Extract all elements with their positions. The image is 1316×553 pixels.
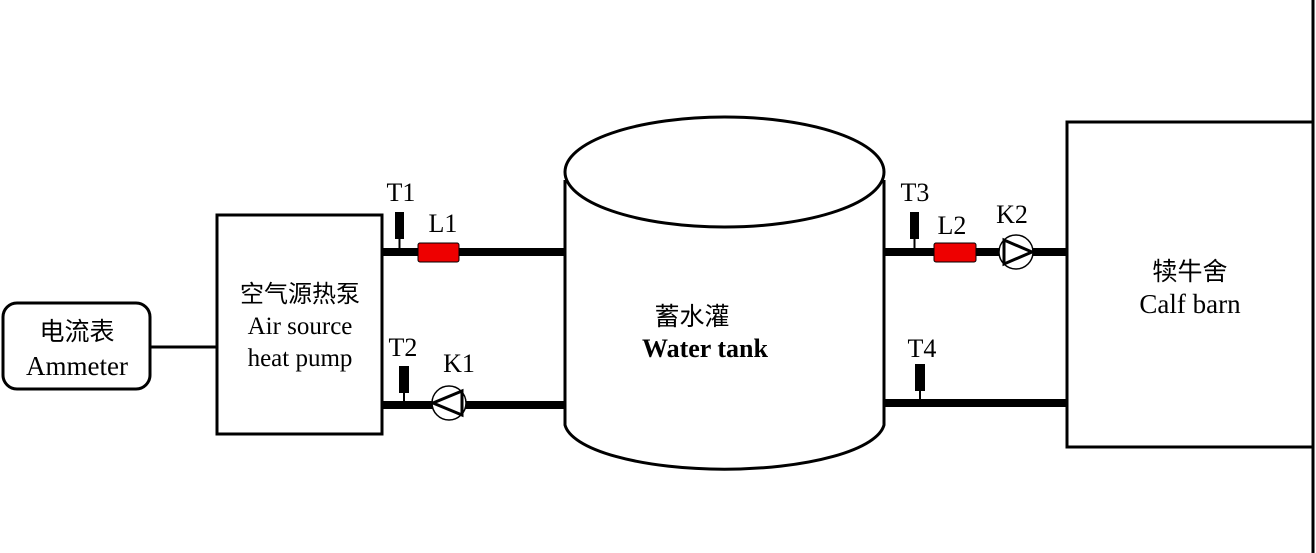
heat-pump-box [215,213,384,436]
flowmeter-icon [933,242,977,263]
pump-arrow-left-icon [429,388,464,418]
sensor-icon [395,212,404,239]
calf-barn-box [1065,120,1315,449]
sensor-label-t1: T1 [387,178,416,207]
calf-barn-label-cn: 犊牛舍 [1152,257,1227,286]
ammeter-label-cn: 电流表 [39,317,114,346]
ammeter-label-en: Ammeter [26,351,128,381]
temperature-sensor-t3: T3 [901,178,930,250]
flowmeter-l1: L1 [417,209,460,263]
flowmeter-label-l1: L1 [429,209,458,238]
water-tank-label-en: Water tank [642,334,768,363]
sensor-label-t3: T3 [901,178,930,207]
sensor-label-t4: T4 [908,334,937,363]
pump-label-k1: K1 [443,349,475,378]
temperature-sensor-t1: T1 [387,178,416,250]
pump-k2: K2 [996,200,1036,270]
calf-barn-label-en: Calf barn [1139,289,1241,319]
water-tank-top [563,115,886,229]
flowmeter-label-l2: L2 [938,211,967,240]
pump-arrow-right-icon [1002,237,1036,267]
flowmeter-icon [417,242,460,263]
heat-pump-label-en-2: heat pump [248,345,353,372]
pump-k1: K1 [429,349,475,421]
temperature-sensor-t2: T2 [389,333,418,403]
sensor-label-t2: T2 [389,333,418,362]
sensor-icon [399,366,409,393]
water-tank-label-cn: 蓄水灌 [654,302,729,331]
water-tank-body [563,180,886,471]
heat-pump-label-cn: 空气源热泵 [240,280,360,308]
heat-pump-label-en-1: Air source [248,313,353,340]
pump-label-k2: K2 [996,200,1028,229]
sensor-icon [915,364,925,391]
sensor-icon [910,212,919,239]
flowmeter-l2: L2 [933,211,977,263]
temperature-sensor-t4: T4 [908,334,937,401]
